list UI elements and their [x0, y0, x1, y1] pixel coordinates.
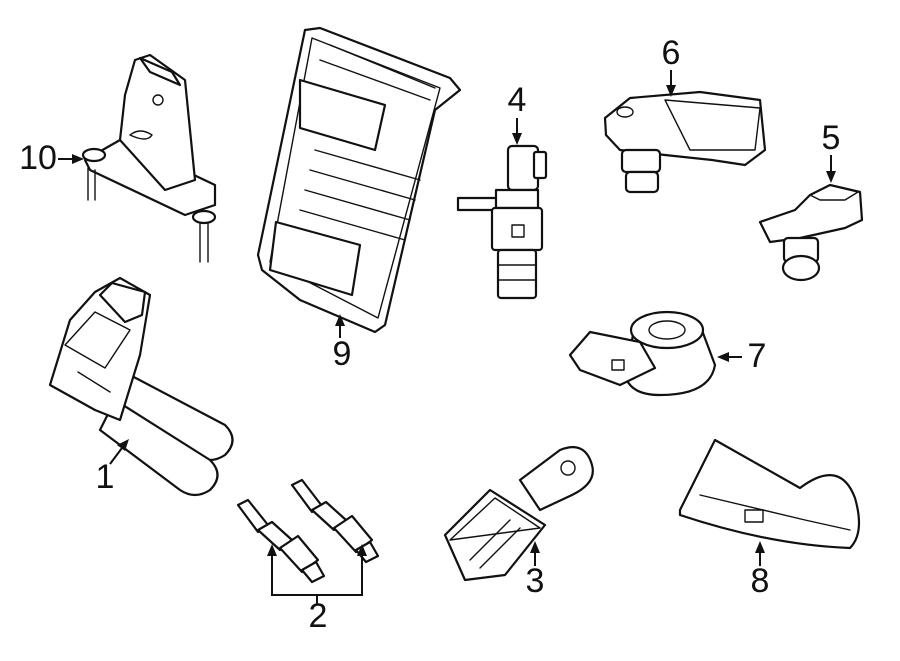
arrow-3 — [530, 541, 540, 553]
arrow-6 — [666, 85, 676, 97]
arrow-4 — [512, 133, 522, 145]
part-7-knock-sensor — [568, 310, 717, 397]
callout-2: 2 — [309, 597, 328, 635]
callout-5: 5 — [822, 119, 841, 157]
part-5-sensor — [758, 183, 864, 282]
arrow-2-right — [357, 544, 367, 556]
part-3-sensor — [443, 446, 594, 582]
callout-10: 10 — [19, 139, 57, 177]
part-4-sensor — [456, 144, 548, 300]
callout-3: 3 — [526, 562, 545, 600]
callout-4: 4 — [508, 81, 527, 119]
callout-9: 9 — [333, 335, 352, 373]
arrow-8 — [755, 541, 765, 553]
arrow-10 — [72, 154, 84, 164]
part-8-module — [678, 438, 861, 550]
arrow-5 — [826, 171, 836, 183]
callout-7: 7 — [748, 337, 767, 375]
part-6-map-sensor — [603, 90, 767, 194]
part-10-bracket — [81, 53, 217, 263]
arrow-2-left — [267, 544, 277, 556]
callout-labels: 10 9 4 6 5 7 1 2 3 8 — [19, 34, 840, 635]
arrow-7 — [717, 352, 729, 362]
callout-1: 1 — [96, 458, 115, 496]
spark-plug-left — [236, 498, 326, 584]
part-1-ignition-coil — [48, 276, 234, 497]
callout-leaders — [58, 70, 836, 604]
part-2-spark-plugs — [236, 478, 380, 584]
part-9-control-module — [256, 26, 462, 334]
arrow-1 — [117, 439, 129, 451]
arrow-9 — [335, 314, 345, 326]
callout-6: 6 — [662, 34, 681, 72]
callout-8: 8 — [751, 562, 770, 600]
